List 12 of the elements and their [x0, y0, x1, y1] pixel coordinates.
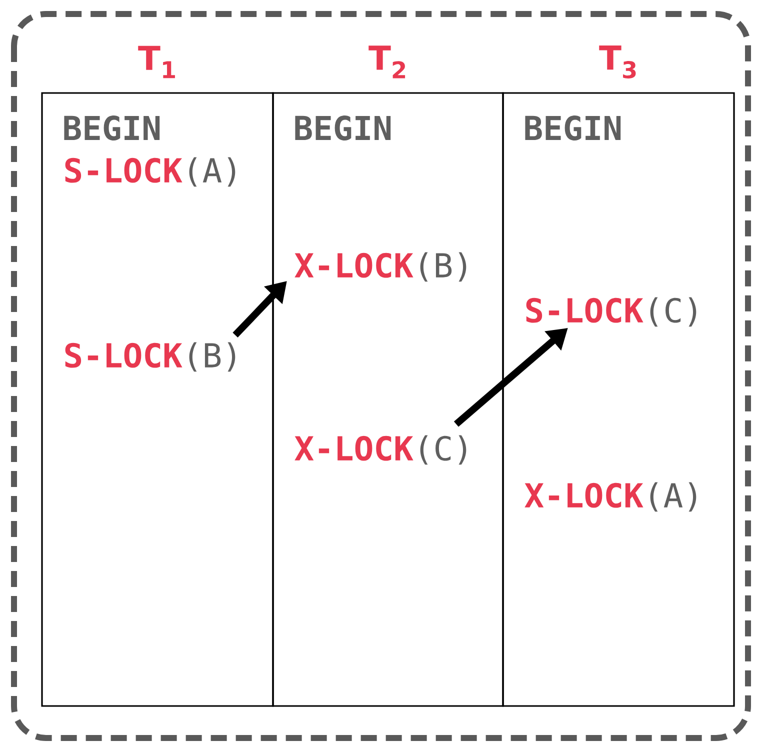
lock-statement: X-LOCK (C) — [294, 435, 466, 465]
column-heading: T$_{3}$ — [599, 46, 636, 78]
lock-statement: X-LOCK (A) — [524, 482, 696, 512]
begin-statement: BEGIN — [295, 116, 391, 140]
lock-statement: S-LOCK (C) — [526, 297, 696, 327]
begin-statement: BEGIN — [525, 116, 621, 140]
column-heading: T$_{1}$ — [138, 46, 175, 78]
lock-statement: S-LOCK (B) — [65, 342, 236, 372]
begin-statement: BEGIN — [64, 116, 160, 140]
lock-statement: S-LOCK (A) — [65, 157, 236, 187]
column-heading: T$_{2}$ — [368, 46, 406, 78]
lock-statement: X-LOCK (B) — [294, 252, 466, 282]
